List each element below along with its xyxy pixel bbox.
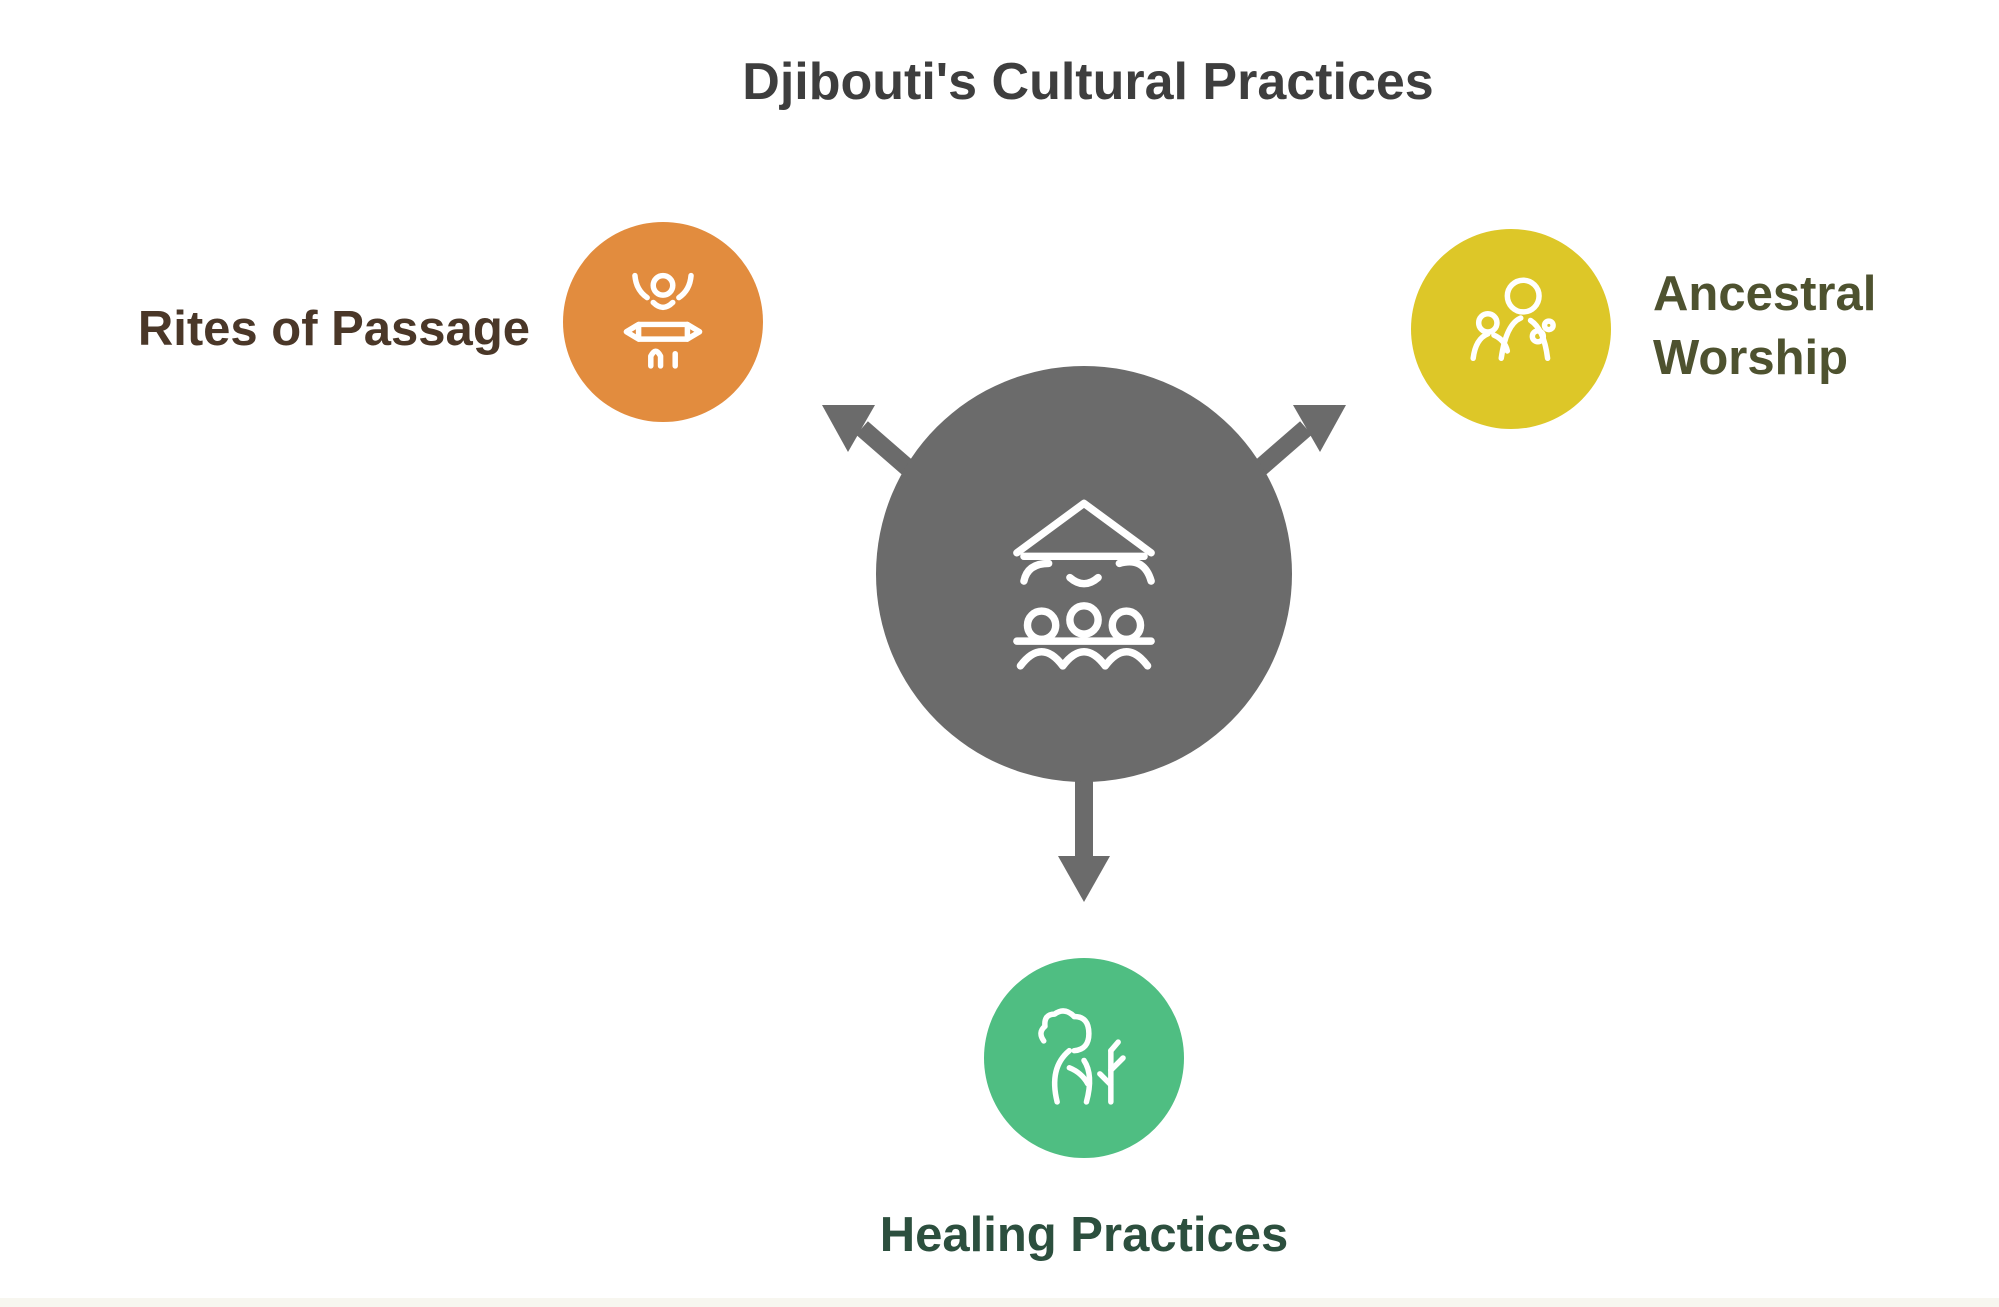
community-gathering-icon — [1013, 499, 1155, 670]
ancestor-figures-icon — [1470, 277, 1556, 362]
label-rites-of-passage: Rites of Passage — [137, 302, 530, 356]
healer-with-plant-icon — [1038, 1008, 1126, 1105]
label-healing-practices: Healing Practices — [879, 1208, 1289, 1262]
node-circle-healing-practices — [984, 958, 1184, 1158]
arrow-to-rites-of-passage — [822, 405, 922, 482]
node-circle-rites-of-passage — [563, 222, 763, 422]
celebration-finish-icon — [623, 272, 703, 369]
page-edge-strip — [0, 1298, 1999, 1307]
page-title: Djibouti's Cultural Practices — [742, 53, 1434, 111]
label-ancestral-worship: Ancestral Worship — [1653, 267, 1877, 385]
hub-circle — [876, 366, 1292, 782]
arrow-to-ancestral-worship — [1246, 405, 1346, 482]
node-circle-ancestral-worship — [1411, 229, 1611, 429]
